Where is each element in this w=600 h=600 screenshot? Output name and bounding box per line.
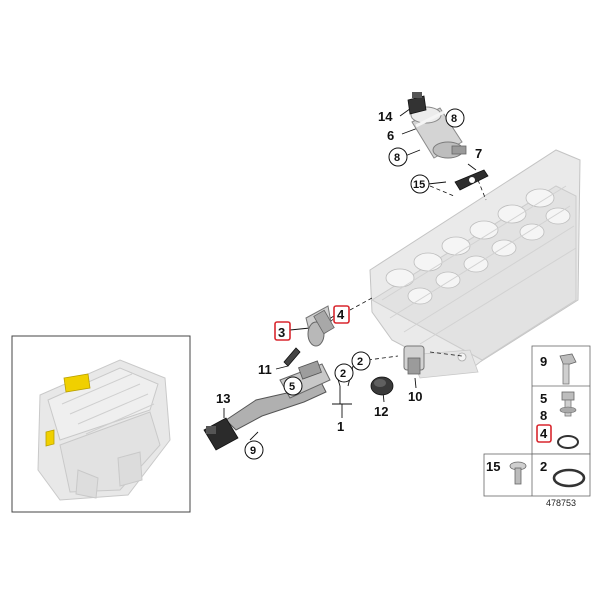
label-5: 5 <box>289 381 295 393</box>
label-2-left: 2 <box>340 368 346 380</box>
circled-labels <box>244 108 465 460</box>
label-10: 10 <box>408 389 422 404</box>
label-7: 7 <box>475 146 482 161</box>
circled-label-text: 8 8 15 5 2 2 9 <box>250 113 457 457</box>
label-8-upper: 8 <box>451 113 457 125</box>
callout-labels: 14 6 7 3 11 13 1 12 10 <box>216 109 482 434</box>
legend-label-5: 5 <box>540 391 547 406</box>
bolt-11 <box>283 347 301 367</box>
label-15: 15 <box>413 179 425 191</box>
label-12: 12 <box>374 404 388 419</box>
svg-text:4: 4 <box>337 307 345 322</box>
label-8-lower: 8 <box>394 152 400 164</box>
highlight-label-4: 4 <box>333 305 350 324</box>
legend-label-15: 15 <box>486 459 500 474</box>
sensor-10 <box>403 345 425 375</box>
electrical-connector <box>407 92 427 115</box>
cylinder-head <box>369 149 581 379</box>
label-6: 6 <box>387 128 394 143</box>
cover-cap-12 <box>370 376 394 396</box>
legend-o-ring-large <box>552 468 586 488</box>
label-9: 9 <box>250 445 256 457</box>
gasket <box>454 169 489 191</box>
label-1: 1 <box>337 419 344 434</box>
legend-highlight-4: 4 <box>536 424 552 443</box>
legend-label-2: 2 <box>540 459 547 474</box>
legend-torx-screw <box>509 461 527 485</box>
label-2-right: 2 <box>357 356 363 368</box>
legend-label-8: 8 <box>540 408 547 423</box>
camshaft-sensor <box>225 360 331 431</box>
vanos-solenoid-motor <box>410 106 467 159</box>
diagram-ref-number: 478753 <box>546 498 576 508</box>
legend-panel: 9 5 8 4 15 2 478753 <box>483 345 591 508</box>
solenoid-valve <box>305 305 335 347</box>
sensor-plug-13 <box>203 417 239 451</box>
label-14: 14 <box>378 109 393 124</box>
label-11: 11 <box>258 362 272 377</box>
legend-hex-bolt <box>559 353 577 385</box>
legend-o-ring-small <box>557 435 579 449</box>
legend-banjo-bolt <box>559 391 577 417</box>
svg-text:4: 4 <box>540 426 548 441</box>
legend-label-9: 9 <box>540 354 547 369</box>
engine-overview-inset <box>11 335 191 513</box>
highlighted-solenoid-marker <box>45 373 91 447</box>
highlight-box-3 <box>274 321 291 341</box>
label-3: 3 <box>278 325 285 340</box>
label-13: 13 <box>216 391 230 406</box>
